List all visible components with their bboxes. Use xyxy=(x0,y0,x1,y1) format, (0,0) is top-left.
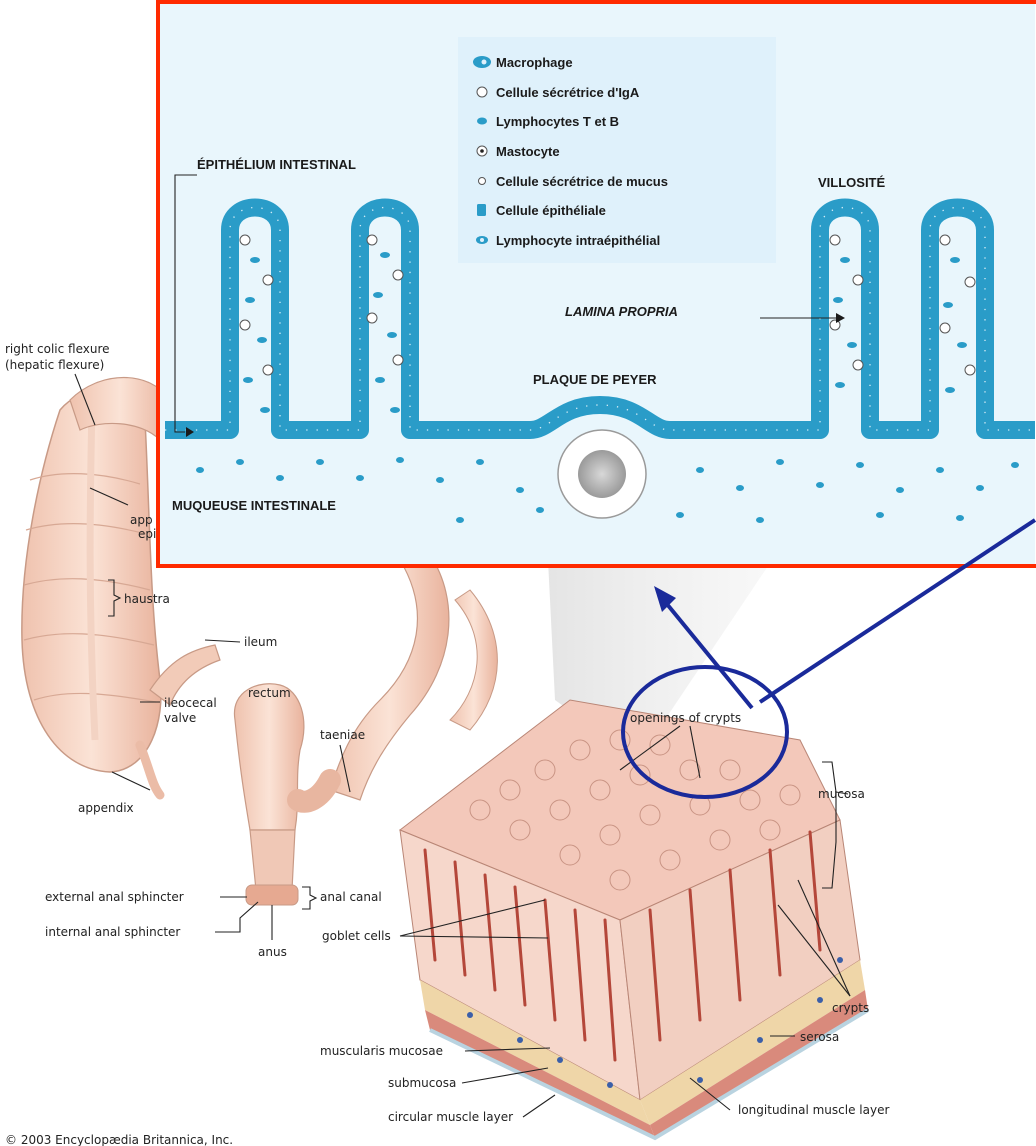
legend-label-macrophage: Macrophage xyxy=(496,55,573,70)
label-submucosa: submucosa xyxy=(388,1076,456,1090)
iga-secreting-cell-icon xyxy=(477,87,487,97)
label-goblet-cells: goblet cells xyxy=(322,929,391,943)
label-ileocecal-valve-line2: valve xyxy=(164,711,196,725)
label-appendix: appendix xyxy=(78,801,134,815)
label-crypts: crypts xyxy=(832,1001,869,1015)
macrophage-icon xyxy=(473,56,491,68)
legend-label-lymphocytes: Lymphocytes T et B xyxy=(496,114,619,129)
legend-label-mucus-cell: Cellule sécrétrice de mucus xyxy=(496,174,668,189)
legend-label-epithelial-cell: Cellule épithéliale xyxy=(496,203,606,218)
label-circular-muscle-layer: circular muscle layer xyxy=(388,1110,513,1124)
label-taeniae: taeniae xyxy=(320,728,365,742)
intraepithelial-lymphocyte-icon xyxy=(476,236,488,244)
label-peyer-patch: PLAQUE DE PEYER xyxy=(533,372,657,387)
label-ileocecal-valve-line1: ileocecal xyxy=(164,696,217,710)
copyright-notice: © 2003 Encyclopædia Britannica, Inc. xyxy=(5,1133,233,1146)
label-external-anal-sphincter: external anal sphincter xyxy=(45,890,184,904)
mucus-cell-icon xyxy=(479,178,486,185)
label-serosa: serosa xyxy=(800,1030,839,1044)
label-haustra: haustra xyxy=(124,592,170,606)
label-appendices-line1: app xyxy=(130,513,153,527)
legend-label-mastocyte: Mastocyte xyxy=(496,144,560,159)
label-anal-canal: anal canal xyxy=(320,890,382,904)
label-mucosa: mucosa xyxy=(818,787,865,801)
label-hepatic-flexure: (hepatic flexure) xyxy=(5,358,104,372)
label-right-colic-flexure: right colic flexure xyxy=(5,342,110,356)
label-longitudinal-muscle-layer: longitudinal muscle layer xyxy=(738,1103,889,1117)
label-epithelium-intestinal: ÉPITHÉLIUM INTESTINAL xyxy=(197,157,356,172)
label-internal-anal-sphincter: internal anal sphincter xyxy=(45,925,180,939)
label-muscularis-mucosae: muscularis mucosae xyxy=(320,1044,443,1058)
label-anus: anus xyxy=(258,945,287,959)
legend-label-iga-cell: Cellule sécrétrice d'IgA xyxy=(496,85,640,100)
label-openings-of-crypts: openings of crypts xyxy=(630,711,741,725)
lymphocyte-icon xyxy=(477,118,487,125)
label-ileum: ileum xyxy=(244,635,277,649)
label-lamina-propria: LAMINA PROPRIA xyxy=(565,304,678,319)
label-villus: VILLOSITÉ xyxy=(818,175,886,190)
legend-label-intraepithelial-lymphocyte: Lymphocyte intraépithélial xyxy=(496,233,660,248)
epithelial-cell-icon xyxy=(477,204,486,216)
label-intestinal-mucosa: MUQUEUSE INTESTINALE xyxy=(172,498,336,513)
histology-inset: Macrophage Cellule sécrétrice d'IgA Lymp… xyxy=(158,2,1036,566)
label-rectum: rectum xyxy=(248,686,291,700)
mast-cell-icon xyxy=(477,146,487,156)
label-appendices-line2: epi xyxy=(138,527,156,541)
